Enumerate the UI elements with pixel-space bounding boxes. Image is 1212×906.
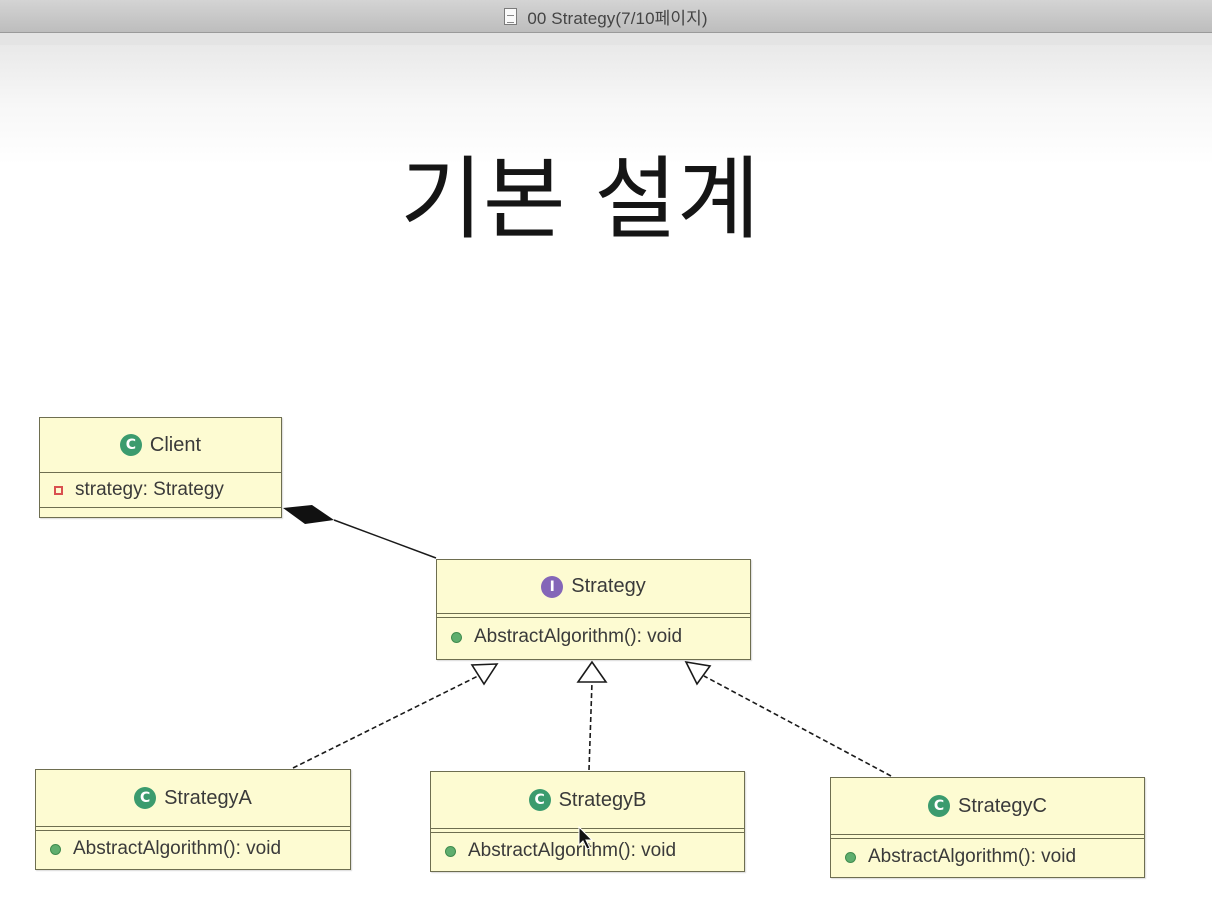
method-text: AbstractAlgorithm(): void: [73, 838, 282, 859]
method-row[interactable]: AbstractAlgorithm(): void: [437, 618, 750, 656]
method-text: AbstractAlgorithm(): void: [468, 840, 677, 861]
uml-class-client[interactable]: C Client strategy: Strategy: [39, 417, 282, 518]
field-text: strategy: Strategy: [75, 479, 224, 500]
interface-icon: I: [541, 575, 564, 598]
document-icon: [504, 7, 518, 25]
uml-class-strategy-c[interactable]: C StrategyC AbstractAlgorithm(): void: [830, 777, 1145, 878]
method-row[interactable]: AbstractAlgorithm(): void: [36, 831, 350, 867]
interface-header: I Strategy: [437, 560, 750, 614]
attributes-separator: [437, 614, 750, 618]
window-titlebar[interactable]: 00 Strategy(7/10페이지): [0, 0, 1212, 33]
mouse-cursor-icon: [578, 826, 594, 850]
class-header: C StrategyB: [431, 772, 744, 829]
class-icon: C: [528, 789, 551, 811]
private-field-icon: [54, 485, 63, 495]
realization-arrowhead-b-icon: [576, 660, 608, 683]
realization-line-a: [292, 675, 479, 769]
composition-diamond-icon: [283, 505, 334, 524]
uml-interface-strategy[interactable]: I Strategy AbstractAlgorithm(): void: [436, 559, 751, 660]
realization-line-c: [703, 675, 892, 777]
realization-arrowhead-a-icon: [470, 663, 499, 686]
class-header: C Client: [40, 418, 281, 473]
class-header: C StrategyC: [831, 778, 1144, 835]
method-text: AbstractAlgorithm(): void: [868, 846, 1077, 867]
toolbar-strip: [0, 33, 1212, 45]
method-row[interactable]: AbstractAlgorithm(): void: [831, 839, 1144, 875]
class-name: Client: [149, 433, 202, 456]
public-method-icon: [445, 845, 456, 857]
uml-class-strategy-b[interactable]: C StrategyB AbstractAlgorithm(): void: [430, 771, 745, 872]
interface-name: Strategy: [571, 575, 646, 597]
class-name: StrategyB: [558, 788, 647, 811]
method-text: AbstractAlgorithm(): void: [474, 626, 683, 647]
public-method-icon: [50, 843, 61, 855]
public-method-icon: [845, 851, 856, 863]
method-row[interactable]: AbstractAlgorithm(): void: [431, 833, 744, 869]
class-icon: C: [119, 434, 142, 456]
slide-title: 기본 설계: [400, 147, 760, 252]
class-icon: C: [134, 787, 157, 809]
composition-line: [333, 519, 437, 559]
public-method-icon: [451, 631, 462, 643]
class-name: StrategyC: [958, 794, 1047, 817]
field-row[interactable]: strategy: Strategy: [40, 473, 281, 507]
window-title: 00 Strategy(7/10페이지): [527, 8, 708, 28]
realization-arrowhead-c-icon: [684, 660, 712, 686]
attributes-separator: [431, 829, 744, 833]
class-header: C StrategyA: [36, 770, 350, 827]
class-icon: C: [928, 795, 951, 817]
uml-class-strategy-a[interactable]: C StrategyA AbstractAlgorithm(): void: [35, 769, 351, 870]
class-name: StrategyA: [164, 786, 252, 809]
realization-line-b: [588, 681, 593, 771]
operations-separator: [40, 507, 281, 511]
attributes-separator: [831, 835, 1144, 839]
attributes-separator: [36, 827, 350, 831]
